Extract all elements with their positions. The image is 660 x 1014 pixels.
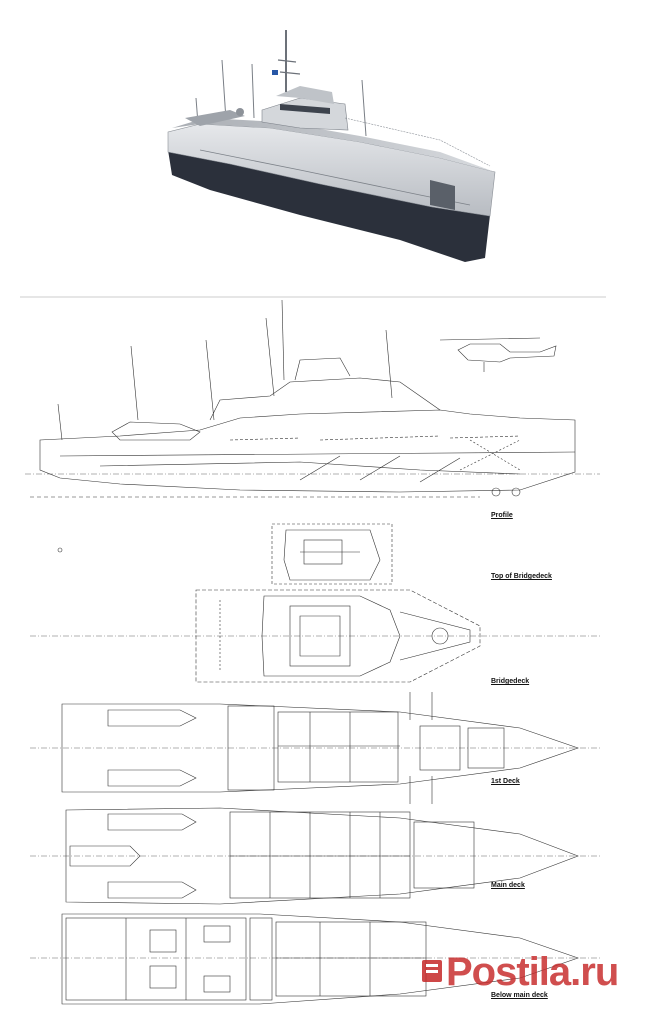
profile-view xyxy=(25,299,600,498)
label-main-deck: Main deck xyxy=(491,882,525,889)
below-main-deck-view xyxy=(30,913,600,1005)
label-below-main-deck: Below main deck xyxy=(491,992,548,999)
label-profile: Profile xyxy=(491,512,513,519)
ship-render xyxy=(167,30,496,262)
top-of-bridgedeck-view xyxy=(57,523,393,585)
watermark: Postila.ru xyxy=(446,950,619,994)
first-deck-view xyxy=(30,692,600,804)
main-deck-view xyxy=(30,807,600,905)
label-first-deck: 1st Deck xyxy=(491,778,520,785)
bridgedeck-view xyxy=(30,589,600,683)
watermark-logo-icon xyxy=(422,960,442,982)
label-top-of-bridgedeck: Top of Bridgedeck xyxy=(491,573,552,580)
general-arrangement-drawing xyxy=(20,296,606,1005)
label-bridgedeck: Bridgedeck xyxy=(491,678,530,685)
